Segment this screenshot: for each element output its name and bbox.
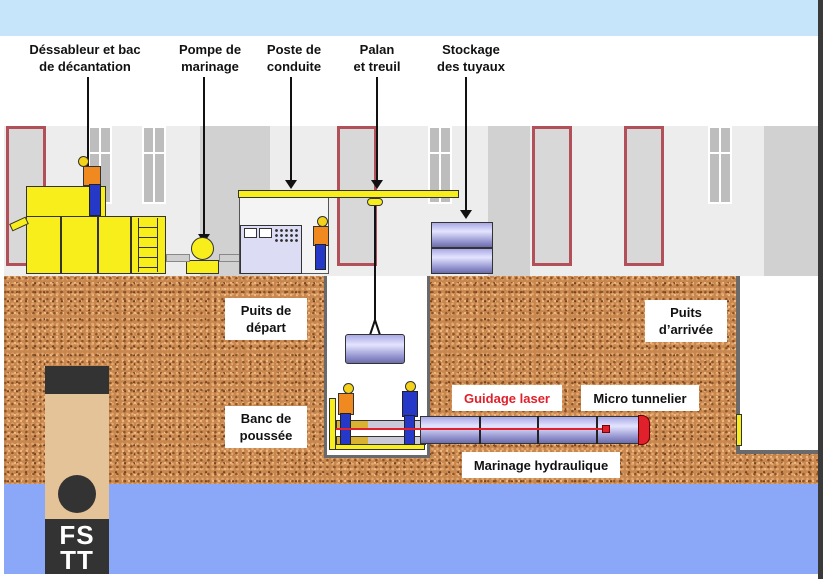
logo-top-bar: [45, 366, 109, 394]
label-micro-tunnelier: Micro tunnelier: [581, 385, 699, 411]
laser-beam: [336, 428, 606, 430]
stored-pipe: [431, 248, 493, 274]
label-puits-arrivee: Puits d’arrivée: [645, 300, 727, 342]
pointer-line: [376, 77, 378, 180]
label-pompe: Pompe de marinage: [170, 41, 250, 75]
worker-shirt-icon: [402, 391, 418, 417]
crane-beam: [238, 190, 459, 198]
control-buttons: [274, 228, 298, 244]
label-puits-depart: Puits de départ: [225, 298, 307, 340]
label-line: Pompe de: [178, 42, 242, 57]
label-line: Palan: [359, 42, 395, 57]
logo-text: TT: [60, 545, 94, 575]
label-line: Stockage: [442, 42, 500, 57]
pointer-line: [290, 77, 292, 180]
facade-door: [624, 126, 664, 266]
arrow-down-icon: [460, 210, 472, 219]
control-screen: [244, 228, 257, 238]
laser-target: [602, 425, 610, 433]
slurry-pump: [191, 237, 214, 260]
top-band: [0, 0, 818, 36]
label-banc-poussee: Banc de poussée: [225, 406, 307, 448]
pipe-joint: [537, 416, 539, 444]
pointer-line: [87, 77, 89, 175]
facade-window: [708, 126, 732, 204]
label-line: Déssableur et bac: [29, 42, 141, 57]
label-line: départ: [246, 320, 286, 335]
hoist-trolley: [367, 198, 383, 206]
water-table-layer: [4, 484, 818, 574]
facade-door: [532, 126, 572, 266]
label-guidage-laser: Guidage laser: [452, 385, 562, 411]
label-dessableur: Déssableur et bac de décantation: [20, 41, 150, 75]
desander-divider: [130, 216, 132, 274]
hanging-pipe-segment: [345, 334, 405, 364]
logo-circle-icon: [58, 475, 96, 513]
label-line: de décantation: [39, 59, 131, 74]
worker-legs-icon: [89, 184, 101, 216]
thrust-frame: [329, 398, 336, 450]
pump-pipe: [219, 254, 241, 262]
cutting-head: [638, 415, 650, 445]
arrow-down-icon: [371, 180, 383, 189]
label-palan: Palan et treuil: [344, 41, 410, 75]
logo-text: FS: [59, 520, 95, 550]
worker-legs-icon: [315, 244, 326, 270]
label-marinage-hydraulique: Marinage hydraulique: [462, 452, 620, 478]
slurry-pump-base: [186, 260, 219, 274]
reception-seal: [736, 414, 742, 446]
label-line: marinage: [181, 59, 239, 74]
facade-pillar: [488, 126, 530, 276]
label-line: Puits de: [240, 303, 292, 318]
worker-vest-icon: [338, 393, 354, 415]
worker-vest-icon: [313, 226, 329, 246]
label-stockage: Stockage des tuyaux: [428, 41, 514, 75]
worker-vest-icon: [83, 166, 101, 186]
desander-ladder: [138, 218, 158, 272]
facade-window: [142, 126, 166, 204]
label-line: Banc de: [240, 411, 292, 426]
logo-text-block: FS TT: [45, 519, 109, 574]
facade-pillar: [764, 126, 818, 276]
control-screen: [259, 228, 272, 238]
pump-pipe: [166, 254, 190, 262]
label-line: des tuyaux: [437, 59, 505, 74]
facade-window: [428, 126, 452, 204]
pointer-line: [203, 77, 205, 237]
label-line: d’arrivée: [658, 322, 714, 337]
label-line: Puits: [670, 305, 702, 320]
pipe-joint: [596, 416, 598, 444]
arrow-down-icon: [285, 180, 297, 189]
label-poste: Poste de conduite: [256, 41, 332, 75]
hoist-cable: [374, 206, 376, 322]
label-line: et treuil: [353, 59, 401, 74]
reception-shaft: [736, 276, 818, 454]
label-line: conduite: [266, 59, 322, 74]
label-line: Poste de: [266, 42, 322, 57]
window-edge: [818, 0, 823, 579]
pointer-line: [465, 77, 467, 211]
desander-divider: [97, 216, 99, 274]
stored-pipe: [431, 222, 493, 248]
pipe-joint: [479, 416, 481, 444]
desander-divider: [60, 216, 62, 274]
fstt-logo: FS TT: [45, 366, 109, 574]
worker-legs-icon: [404, 415, 415, 445]
label-line: poussée: [239, 428, 293, 443]
